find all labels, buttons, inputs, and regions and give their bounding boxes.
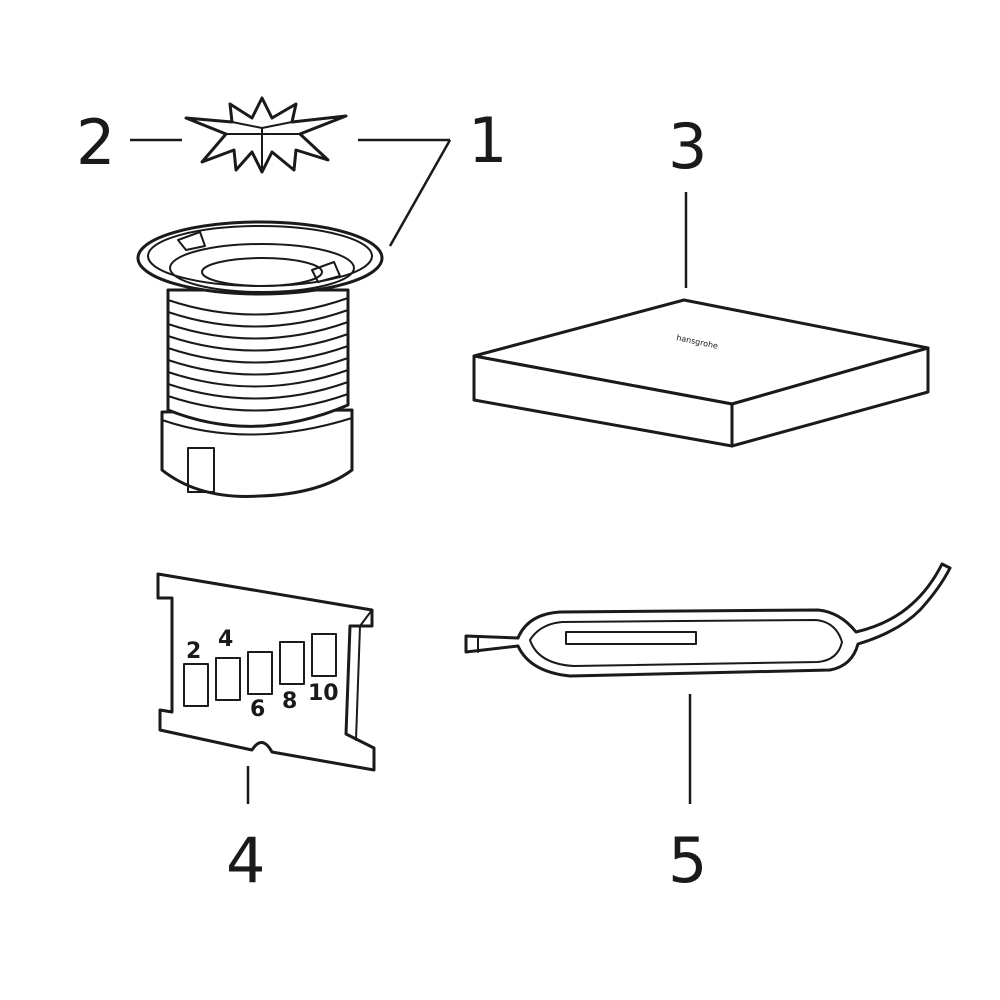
gauge-window-4: [215, 657, 241, 701]
leader-1-diag: [388, 139, 452, 247]
callout-2: 2: [76, 106, 115, 179]
callout-1: 1: [468, 104, 507, 177]
leader-lines: [130, 138, 692, 804]
star-insert: [184, 96, 348, 174]
square-cover: hansgrohe: [472, 298, 930, 448]
callout-3: 3: [668, 110, 707, 183]
drain-body: [136, 220, 384, 498]
gauge-window-8: [279, 641, 305, 685]
gauge-window-6: [247, 651, 273, 695]
gauge-label-8: 8: [282, 689, 297, 714]
thread-lines: [167, 297, 349, 412]
gauge-label-2: 2: [186, 639, 201, 664]
removal-hook: [464, 562, 952, 678]
gauge-window-10: [311, 633, 337, 677]
gauge-label-4: 4: [218, 627, 233, 652]
callout-5: 5: [668, 824, 707, 897]
gauge-window-2: [183, 663, 209, 707]
gauge-label-10: 10: [308, 681, 339, 706]
height-gauge: 2 4 6 8 10: [156, 572, 376, 772]
gauge-label-6: 6: [250, 697, 265, 722]
callout-4: 4: [226, 824, 265, 897]
